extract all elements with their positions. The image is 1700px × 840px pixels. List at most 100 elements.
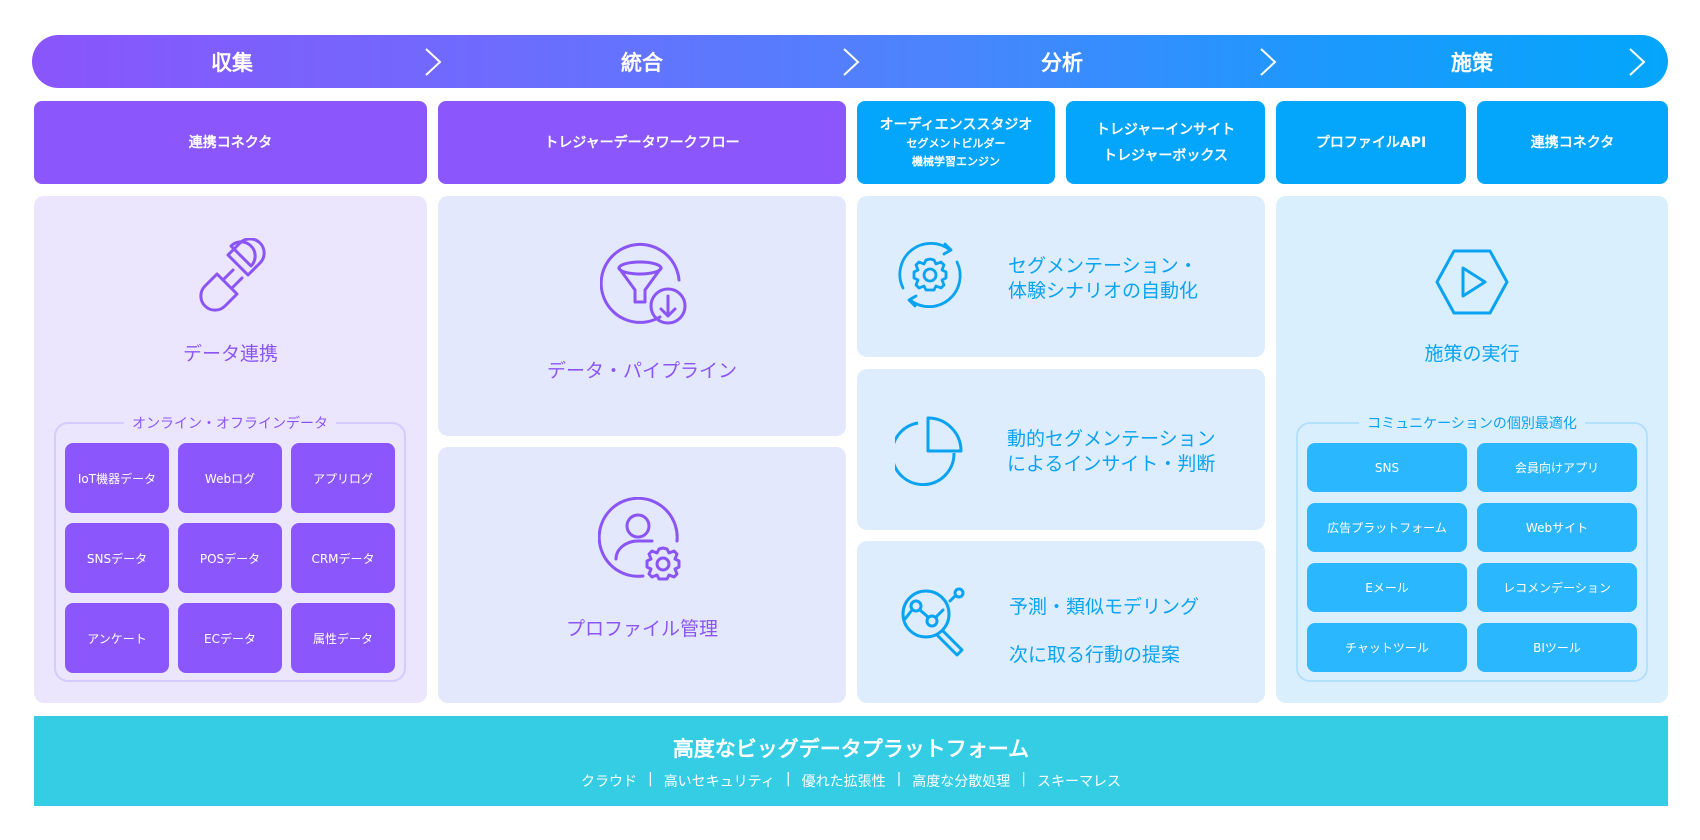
source-chip: POSデータ (178, 523, 282, 593)
profile-panel: プロファイル管理 (438, 447, 846, 703)
product-tile-profile-api: プロファイルAPI (1276, 101, 1466, 184)
stage-collect: 収集 (32, 35, 432, 88)
magnify-chart-icon (901, 587, 965, 657)
product-sublabel: セグメントビルダー (906, 136, 1006, 150)
chip-label: SNSデータ (86, 551, 148, 566)
chip-label: BIツール (1533, 641, 1581, 655)
chip-label: 広告プラットフォーム (1327, 521, 1447, 535)
stage-label: 施策 (1451, 50, 1493, 75)
product-tile-audience-studio: オーディエンススタジオ セグメントビルダー 機械学習エンジン (857, 101, 1055, 184)
channel-chip: Eメール (1307, 563, 1467, 612)
channel-group: コミュニケーションの個別最適化 SNS 会員向けアプリ 広告プラットフォーム W… (1296, 413, 1648, 682)
analysis-label: 予測・類似モデリング 次に取る行動の提案 (1009, 583, 1199, 679)
source-chip: IoT機器データ (65, 443, 169, 513)
stage-label: 分析 (1041, 50, 1083, 75)
chip-label: ECデータ (204, 631, 256, 646)
chip-label: SNS (1374, 460, 1400, 475)
product-label: トレジャーボックス (1103, 147, 1228, 164)
user-gear-icon (598, 497, 681, 581)
group-label: コミュニケーションの個別最適化 (1359, 413, 1585, 433)
feature-separator: | (785, 771, 791, 787)
chip-label: 属性データ (312, 631, 373, 646)
chip-label: Webログ (204, 471, 256, 486)
chip-label: Webサイト (1525, 521, 1589, 535)
funnel-download-icon (600, 242, 687, 325)
source-chip: ECデータ (178, 603, 282, 673)
chip-label: CRMデータ (311, 551, 375, 566)
pie-chart-icon (895, 416, 963, 486)
platform-features: クラウド | 高いセキュリティ | 優れた拡張性 | 高度な分散処理 | スキー… (34, 771, 1668, 791)
analysis-line: 動的セグメンテーション (1007, 428, 1216, 450)
gear-cycle-icon (898, 242, 962, 308)
source-chip: アプリログ (291, 443, 395, 513)
stage-label: 統合 (621, 50, 663, 75)
feature-item: 高度な分散処理 (912, 774, 1011, 790)
hexagon-play-icon (1435, 249, 1509, 315)
chip-label: レコメンデーション (1503, 581, 1611, 595)
source-chip: アンケート (65, 603, 169, 673)
product-tile-treasure-insight: トレジャーインサイト トレジャーボックス (1066, 101, 1265, 184)
chip-label: 会員向けアプリ (1514, 461, 1599, 475)
source-chip: SNSデータ (65, 523, 169, 593)
chevron-right-icon (843, 48, 860, 76)
source-chip: Webログ (178, 443, 282, 513)
channel-chip: SNS (1307, 443, 1467, 492)
chip-label: Eメール (1365, 581, 1409, 595)
plug-connect-icon (199, 238, 266, 312)
analysis-panel-segmentation: 動的セグメンテーション によるインサイト・判断 (857, 369, 1265, 530)
chip-label: IoT機器データ (77, 471, 157, 486)
chip-label: チャットツール (1345, 641, 1429, 655)
channel-chip: Webサイト (1477, 503, 1637, 552)
feature-item: クラウド (580, 774, 637, 790)
feature-separator: | (896, 771, 902, 787)
analysis-panel-prediction: 予測・類似モデリング 次に取る行動の提案 (857, 541, 1265, 703)
analysis-line: によるインサイト・判断 (1007, 453, 1216, 475)
feature-item: 優れた拡張性 (801, 774, 886, 790)
platform-title: 高度なビッグデータプラットフォーム (672, 737, 1030, 761)
product-label: プロファイルAPI (1315, 134, 1427, 151)
analysis-label: 動的セグメンテーション によるインサイト・判断 (1007, 427, 1216, 477)
chevron-right-icon (425, 48, 442, 76)
chevron-right-icon (1629, 48, 1646, 76)
analysis-label: セグメンテーション・ 体験シナリオの自動化 (1008, 254, 1198, 304)
chip-label: アプリログ (312, 471, 373, 486)
stage-analyze: 分析 (857, 35, 1267, 88)
stage-integrate: 統合 (437, 35, 847, 88)
chip-label: アンケート (87, 631, 147, 646)
data-source-group: オンライン・オフラインデータ IoT機器データ Webログ アプリログ SNSデ… (54, 413, 406, 682)
product-label: トレジャーデータワークフロー (544, 134, 740, 151)
analysis-line: 体験シナリオの自動化 (1008, 280, 1199, 302)
feature-separator: | (1021, 771, 1027, 787)
channel-chip: チャットツール (1307, 623, 1467, 672)
analysis-line: セグメンテーション・ (1008, 255, 1198, 277)
stage-action: 施策 (1272, 35, 1672, 88)
chip-label: POSデータ (199, 551, 261, 566)
feature-item: スキーマレス (1037, 774, 1122, 790)
chevron-right-icon (1260, 48, 1277, 76)
panel-title: 施策の実行 (1424, 343, 1520, 365)
panel-title: データ・パイプライン (546, 360, 737, 382)
analysis-line: 次に取る行動の提案 (1009, 644, 1181, 666)
analysis-line: 予測・類似モデリング (1009, 596, 1200, 618)
source-chip: 属性データ (291, 603, 395, 673)
product-label: トレジャーインサイト (1095, 121, 1236, 138)
panel-title: データ連携 (182, 343, 278, 365)
channel-chip: レコメンデーション (1477, 563, 1637, 612)
panel-title: プロファイル管理 (565, 618, 718, 640)
collect-panel: データ連携 オンライン・オフラインデータ IoT機器データ Webログ アプリロ… (34, 196, 427, 703)
source-chip: CRMデータ (291, 523, 395, 593)
feature-item: 高いセキュリティ (663, 774, 775, 790)
product-label: オーディエンススタジオ (879, 116, 1033, 133)
group-label: オンライン・オフラインデータ (124, 413, 336, 433)
product-tile-connector-out: 連携コネクタ (1477, 101, 1668, 184)
pipeline-panel: データ・パイプライン (438, 196, 846, 436)
analysis-panel-automation: セグメンテーション・ 体験シナリオの自動化 (857, 196, 1265, 357)
action-panel: 施策の実行 コミュニケーションの個別最適化 SNS 会員向けアプリ 広告プラット… (1276, 196, 1668, 703)
feature-separator: | (647, 771, 653, 787)
product-label: 連携コネクタ (188, 134, 273, 151)
platform-footer: 高度なビッグデータプラットフォーム クラウド | 高いセキュリティ | 優れた拡… (34, 716, 1668, 806)
product-sublabel: 機械学習エンジン (912, 154, 1000, 168)
product-label: 連携コネクタ (1530, 134, 1615, 151)
product-tile-connector: 連携コネクタ (34, 101, 427, 184)
channel-chip: 広告プラットフォーム (1307, 503, 1467, 552)
